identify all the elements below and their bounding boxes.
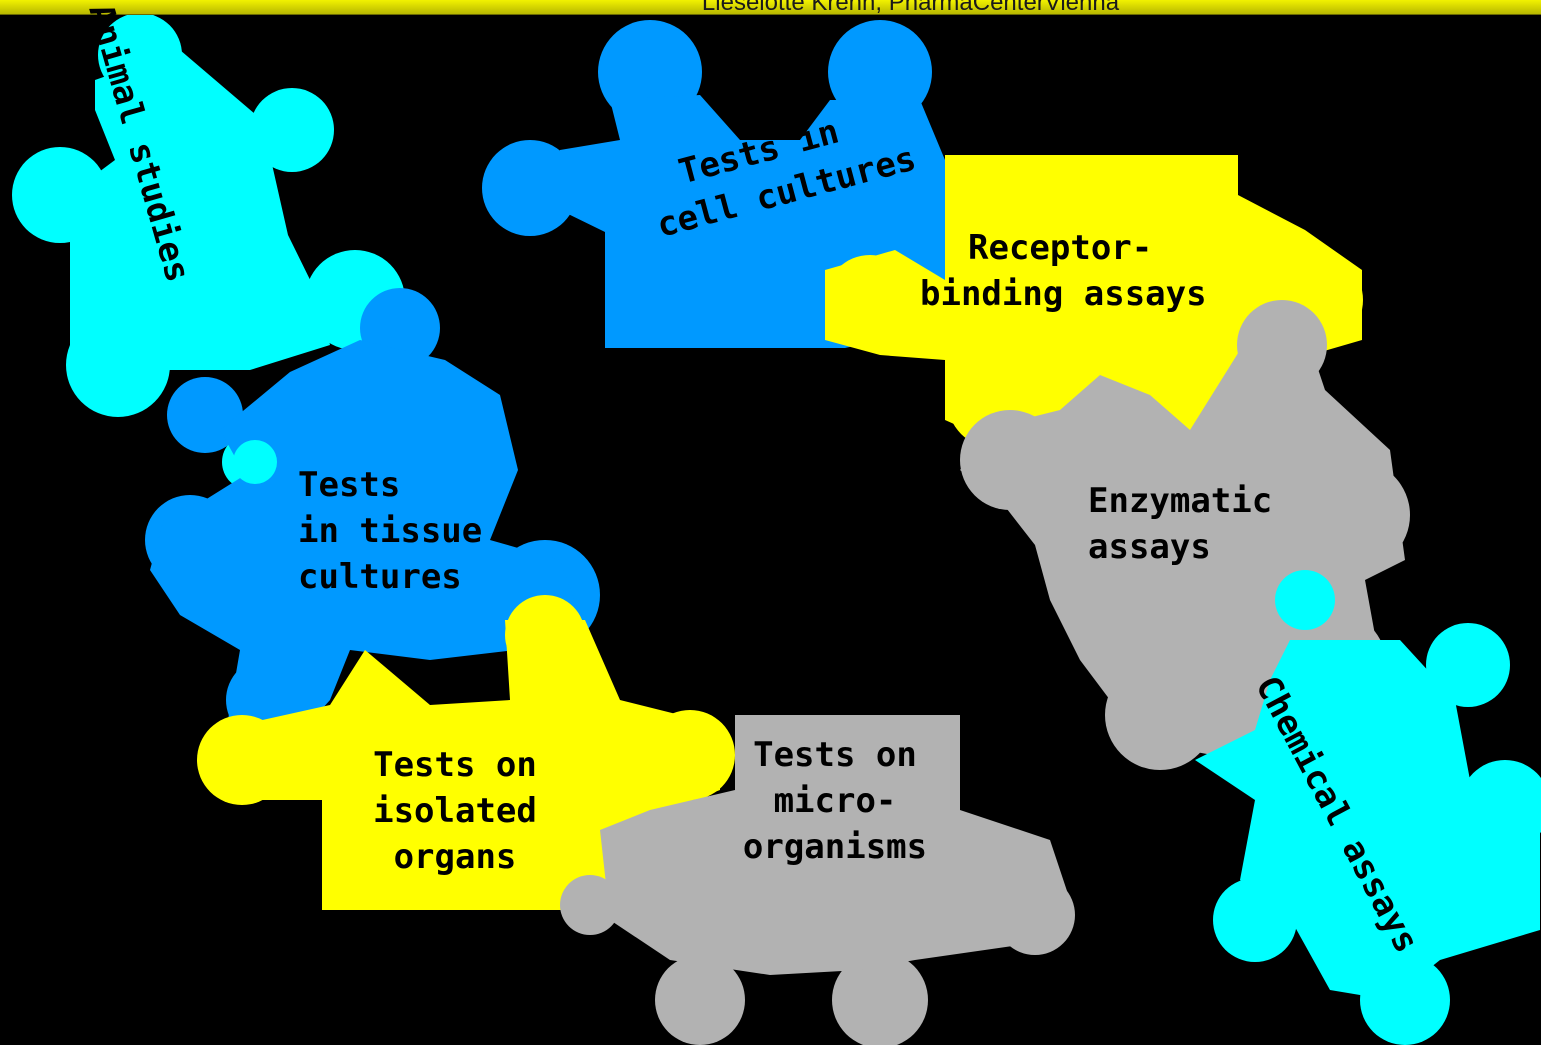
- cyan-notch: [233, 440, 277, 484]
- label-line: Tests: [298, 462, 482, 508]
- label-line: Enzymatic: [1088, 478, 1272, 524]
- label-tissue-cultures: Tests in tissue cultures: [298, 462, 482, 600]
- label-line: isolated: [350, 788, 560, 834]
- header-author: Lieselotte Krenn, PharmaCenterVienna: [0, 0, 1541, 15]
- label-line: Tests on: [720, 732, 950, 778]
- header-bar: Lieselotte Krenn, PharmaCenterVienna: [0, 0, 1541, 15]
- label-line: in tissue: [298, 508, 482, 554]
- label-isolated-organs: Tests on isolated organs: [350, 742, 560, 880]
- label-line: Receptor-: [920, 225, 1207, 271]
- label-line: micro-: [720, 778, 950, 824]
- label-line: binding assays: [920, 271, 1207, 317]
- label-line: cultures: [298, 554, 482, 600]
- label-line: assays: [1088, 524, 1272, 570]
- label-receptor-binding: Receptor- binding assays: [920, 225, 1207, 317]
- label-line: organisms: [720, 824, 950, 870]
- label-enzymatic: Enzymatic assays: [1088, 478, 1272, 570]
- label-micro-organisms: Tests on micro- organisms: [720, 732, 950, 870]
- label-line: organs: [350, 834, 560, 880]
- label-line: Tests on: [350, 742, 560, 788]
